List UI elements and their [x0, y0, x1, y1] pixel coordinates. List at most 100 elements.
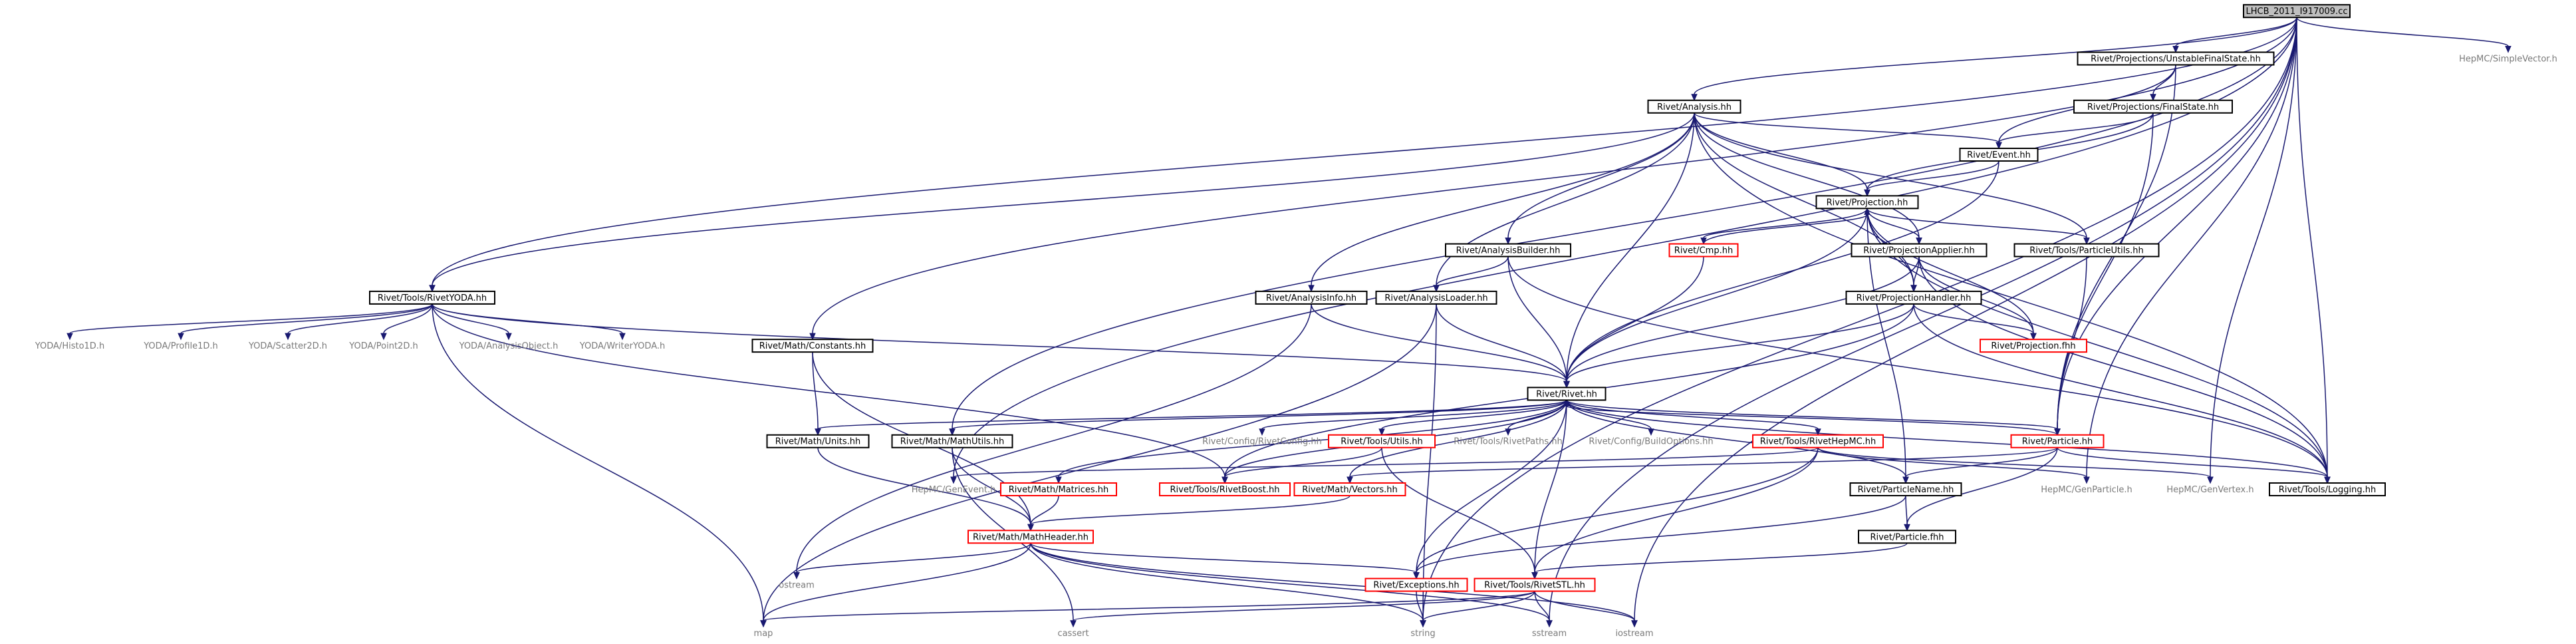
edge-arrowhead: [1055, 476, 1062, 484]
node-matrices[interactable]: Rivet/Math/Matrices.hh: [1000, 482, 1117, 496]
edge-line: [1381, 447, 1535, 573]
edge-arrowhead: [2054, 428, 2061, 436]
node-label: string: [1410, 629, 1435, 639]
node-units[interactable]: Rivet/Math/Units.hh: [766, 434, 870, 448]
node-particleutils[interactable]: Rivet/Tools/ParticleUtils.hh: [2013, 243, 2160, 257]
edge-line: [180, 303, 433, 334]
node-vectors[interactable]: Rivet/Math/Vectors.hh: [1293, 482, 1406, 496]
edge-arrowhead: [1433, 285, 1440, 293]
edge-line: [1634, 17, 2297, 621]
include-edge-rivet-to-rivethepmc: [1566, 399, 1821, 436]
node-projhandler[interactable]: Rivet/ProjectionHandler.hh: [1845, 290, 1982, 305]
include-edge-root-to-genvertex: [2207, 17, 2297, 484]
node-rivethepmc[interactable]: Rivet/Tools/RivetHepMC.hh: [1752, 434, 1884, 448]
edge-line: [383, 303, 433, 334]
edge-line: [1703, 208, 1868, 239]
node-ufs[interactable]: Rivet/Projections/UnstableFinalState.hh: [2077, 51, 2275, 66]
include-edge-ufs-to-fs: [2150, 65, 2176, 101]
node-writeryoda: YODA/WriterYODA.h: [579, 341, 665, 351]
include-edge-analysisinfo-to-rivet: [1311, 303, 1570, 389]
edge-line: [1906, 447, 2058, 525]
node-utils[interactable]: Rivet/Tools/Utils.hh: [1328, 434, 1436, 448]
edge-arrowhead: [1691, 94, 1698, 101]
node-box: [2013, 243, 2160, 257]
edge-arrowhead: [1505, 238, 1511, 245]
node-label: Rivet/Particle.fhh: [1870, 532, 1944, 542]
node-projection[interactable]: Rivet/Projection.hh: [1815, 195, 1919, 210]
node-rivetboost[interactable]: Rivet/Tools/RivetBoost.hh: [1159, 482, 1291, 496]
node-projfhh[interactable]: Rivet/Projection.fhh: [1980, 339, 2087, 353]
edge-arrowhead: [1308, 285, 1315, 293]
node-exceptions[interactable]: Rivet/Exceptions.hh: [1364, 577, 1468, 592]
node-analysis[interactable]: Rivet/Analysis.hh: [1647, 99, 1741, 114]
node-label: HepMC/GenVertex.h: [2166, 485, 2254, 495]
edge-line: [1694, 112, 1868, 190]
edge-line: [817, 399, 1567, 430]
node-particlefhh[interactable]: Rivet/Particle.fhh: [1858, 530, 1956, 544]
node-particle[interactable]: Rivet/Particle.hh: [2010, 434, 2105, 448]
node-rivetyoda[interactable]: Rivet/Tools/RivetYODA.hh: [369, 290, 495, 305]
node-projapplier[interactable]: Rivet/ProjectionApplier.hh: [1851, 243, 1988, 257]
node-rivetstl[interactable]: Rivet/Tools/RivetSTL.hh: [1474, 577, 1596, 592]
edge-line: [432, 112, 1695, 285]
node-mathutils[interactable]: Rivet/Math/MathUtils.hh: [891, 434, 1013, 448]
node-rivet[interactable]: Rivet/Rivet.hh: [1527, 387, 1607, 401]
edge-arrowhead: [1531, 572, 1538, 579]
edge-line: [1703, 214, 1868, 244]
node-profile1d: YODA/Profile1D.h: [143, 341, 218, 351]
node-label: LHCB_2011_I917009.cc: [2246, 7, 2348, 17]
node-fs[interactable]: Rivet/Projections/FinalState.hh: [2073, 99, 2233, 114]
node-analysisloader[interactable]: Rivet/AnalysisLoader.hh: [1375, 290, 1497, 305]
node-logging[interactable]: Rivet/Tools/Logging.hh: [2269, 482, 2386, 496]
node-label: Rivet/Event.hh: [1967, 150, 2031, 160]
include-edge-analysisbuilder-to-analysisloader: [1433, 256, 1509, 293]
edge-line: [1507, 112, 1695, 238]
include-edge-mathheader-to-ostream: [793, 542, 1031, 579]
edge-line: [1817, 447, 2087, 478]
edge-line: [796, 303, 1312, 573]
node-string: string: [1410, 629, 1435, 639]
node-label: Rivet/Math/MathHeader.hh: [973, 532, 1089, 542]
include-edge-cmp-to-rivet: [1563, 256, 1704, 389]
include-edge-rivetstl-to-iostream: [1534, 591, 1638, 628]
edge-line: [2296, 17, 2509, 47]
edge-line: [1416, 591, 1424, 621]
edge-line: [432, 303, 509, 334]
edge-arrowhead: [1378, 428, 1385, 436]
node-box: [751, 339, 874, 353]
node-box: [1858, 530, 1956, 544]
node-label: Rivet/Rivet.hh: [1536, 389, 1597, 399]
node-box: [1851, 243, 1988, 257]
node-particlename[interactable]: Rivet/ParticleName.hh: [1849, 482, 1962, 496]
edge-arrowhead: [1563, 381, 1570, 389]
include-edge-mathheader-to-exceptions: [1030, 542, 1420, 579]
edge-arrowhead: [1815, 428, 1821, 436]
include-edge-root-to-logging: [2296, 17, 2331, 484]
include-edge-particlefhh-to-rivetstl: [1531, 542, 1908, 579]
edge-line: [1694, 112, 1920, 238]
node-root[interactable]: LHCB_2011_I917009.cc: [2243, 4, 2351, 19]
edge-line: [1416, 400, 1567, 573]
include-edge-rivetyoda-to-point2d: [380, 303, 433, 341]
include-edge-rivet-to-particle: [1566, 399, 2061, 436]
node-event[interactable]: Rivet/Event.hh: [1959, 148, 2039, 162]
node-mathheader[interactable]: Rivet/Math/MathHeader.hh: [967, 530, 1094, 544]
node-rivetconfig: Rivet/Config/RivetConfig.hh: [1202, 437, 1322, 447]
include-edge-analysisloader-to-rivet: [1436, 303, 1570, 389]
node-box: [1527, 387, 1607, 401]
node-label: Rivet/ParticleName.hh: [1858, 485, 1954, 495]
edge-line: [1913, 303, 2328, 477]
node-constants[interactable]: Rivet/Math/Constants.hh: [751, 339, 874, 353]
edge-arrowhead: [1916, 238, 1922, 245]
include-edge-root-to-simplevector: [2296, 17, 2512, 53]
node-analysisinfo[interactable]: Rivet/AnalysisInfo.hh: [1255, 290, 1368, 305]
node-label: Rivet/Math/Units.hh: [775, 437, 861, 447]
node-label: Rivet/Config/BuildOptions.hh: [1589, 437, 1713, 447]
edge-arrowhead: [760, 620, 767, 628]
edge-line: [1694, 112, 2087, 238]
node-cmp[interactable]: Rivet/Cmp.hh: [1668, 243, 1739, 257]
edge-arrowhead: [2030, 333, 2037, 341]
include-edge-rivethepmc-to-genparticle: [1817, 447, 2090, 484]
node-analysisbuilder[interactable]: Rivet/AnalysisBuilder.hh: [1445, 243, 1571, 257]
include-edge-rivethepmc-to-genvertex: [1817, 447, 2214, 484]
